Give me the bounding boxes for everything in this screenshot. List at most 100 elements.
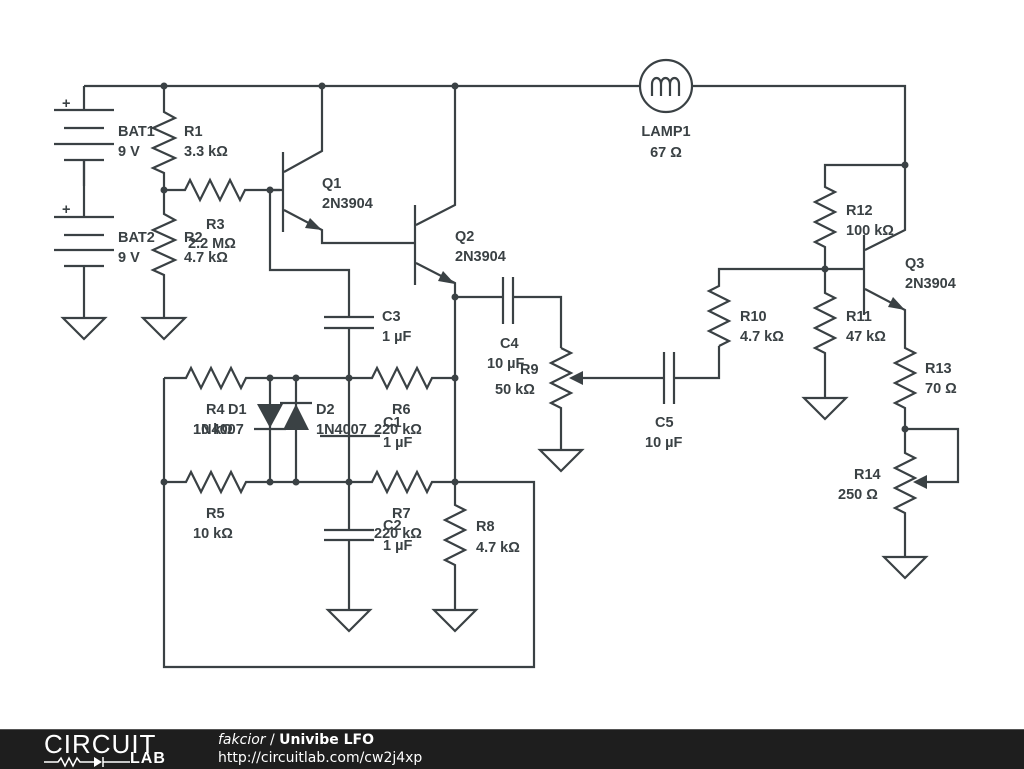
r8-value: 4.7 kΩ xyxy=(476,540,520,556)
author-name[interactable]: fakcior xyxy=(218,732,266,748)
lamp1-value: 67 Ω xyxy=(650,145,682,161)
c5-ref: C5 xyxy=(655,415,674,431)
potentiometer-r14[interactable]: R14 250 Ω xyxy=(838,427,960,580)
r5-ref: R5 xyxy=(206,506,225,522)
resistor-r13[interactable]: R13 70 Ω xyxy=(892,332,957,429)
resistor-r6[interactable]: R6 220 kΩ xyxy=(349,365,455,438)
circuit-title: fakcior / Univibe LFO xyxy=(218,732,374,748)
battery-bat2[interactable]: + BAT2 9 V xyxy=(54,202,155,341)
diode-d1[interactable]: D1 1N4007 xyxy=(193,378,286,482)
c3-value: 1 µF xyxy=(382,329,411,345)
bat2-ref: BAT2 xyxy=(118,230,155,246)
r8-ref: R8 xyxy=(476,519,495,535)
capacitor-c5[interactable]: C5 10 µF xyxy=(645,346,721,451)
r11-ref: R11 xyxy=(846,309,872,325)
c5-value: 10 µF xyxy=(645,435,683,451)
r5-value: 10 kΩ xyxy=(193,526,233,542)
potentiometer-r9[interactable]: R9 50 kΩ xyxy=(495,347,664,473)
r1-value: 3.3 kΩ xyxy=(184,144,228,160)
ground-icon xyxy=(325,608,373,633)
c3-ref: C3 xyxy=(382,309,401,325)
top-rail-wire xyxy=(84,84,907,165)
resistor-r12[interactable]: R12 100 kΩ xyxy=(812,163,905,269)
resistor-r3[interactable]: R3 2.2 MΩ xyxy=(164,177,280,252)
c2-value: 1 µF xyxy=(383,538,412,554)
circuit-url[interactable]: http://circuitlab.com/cw2j4xp xyxy=(218,750,423,766)
logo-text-circuit: CIRCUIT xyxy=(44,729,157,759)
q3-ref: Q3 xyxy=(905,256,924,272)
capacitor-c1[interactable]: C1 1 µF xyxy=(347,378,412,482)
r10-ref: R10 xyxy=(740,309,767,325)
resistor-r5[interactable]: R5 10 kΩ xyxy=(164,469,349,542)
logo-text-lab: LAB xyxy=(130,750,166,767)
r14-ref: R14 xyxy=(854,467,881,483)
d2-ref: D2 xyxy=(316,402,335,418)
r4-ref: R4 xyxy=(206,402,225,418)
r2-ref: R2 xyxy=(184,230,203,246)
wire-feedback-loop xyxy=(162,378,536,669)
bat2-value: 9 V xyxy=(118,250,140,266)
plus-sign: + xyxy=(62,202,70,218)
c2-ref: C2 xyxy=(383,518,402,534)
r10-value: 4.7 kΩ xyxy=(740,329,784,345)
r3-ref: R3 xyxy=(206,217,225,233)
bat1-ref: BAT1 xyxy=(118,124,155,140)
q2-ref: Q2 xyxy=(455,229,474,245)
r6-value: 220 kΩ xyxy=(374,422,422,438)
transistor-q1[interactable]: Q1 2N3904 xyxy=(270,86,415,245)
c4-value: 10 µF xyxy=(487,356,525,372)
r12-ref: R12 xyxy=(846,203,873,219)
circuit-name[interactable]: Univibe LFO xyxy=(279,732,374,748)
capacitor-c3[interactable]: C3 1 µF xyxy=(324,309,411,378)
r1-ref: R1 xyxy=(184,124,203,140)
resistor-r10[interactable]: R10 4.7 kΩ xyxy=(706,267,864,347)
r6-ref: R6 xyxy=(392,402,411,418)
wire-q1-base-c3 xyxy=(268,190,351,316)
title-separator: / xyxy=(265,732,280,748)
resistor-r4[interactable]: R4 10 kΩ xyxy=(164,365,349,438)
resistor-r11[interactable]: R11 47 kΩ xyxy=(801,269,886,421)
schematic-canvas: + BAT1 9 V + BAT2 9 V R1 3.3 kΩ R2 4.7 k… xyxy=(54,58,960,669)
resistor-diode-logo-icon xyxy=(44,756,130,768)
q1-ref: Q1 xyxy=(322,176,341,192)
plus-sign: + xyxy=(62,96,70,112)
c1-value: 1 µF xyxy=(383,435,412,451)
r3-value: 2.2 MΩ xyxy=(188,236,236,252)
resistor-r8[interactable]: R8 4.7 kΩ xyxy=(431,482,520,633)
capacitor-c4[interactable]: C4 10 µF xyxy=(455,277,563,372)
q2-value: 2N3904 xyxy=(455,249,506,265)
ground-icon xyxy=(60,316,108,341)
resistor-r7[interactable]: R7 220 kΩ xyxy=(349,469,455,542)
d1-value: 1N4007 xyxy=(193,422,244,438)
resistor-r1[interactable]: R1 3.3 kΩ xyxy=(150,86,228,190)
transistor-q2[interactable]: Q2 2N3904 xyxy=(413,86,506,298)
bat1-value: 9 V xyxy=(118,144,140,160)
ground-icon xyxy=(537,448,585,473)
ground-icon xyxy=(801,396,849,421)
r9-ref: R9 xyxy=(520,362,539,378)
d1-ref: D1 xyxy=(228,402,247,418)
q3-value: 2N3904 xyxy=(905,276,956,292)
circuitlab-logo[interactable]: CIRCUIT LAB xyxy=(44,729,174,768)
lamp-lamp1[interactable]: LAMP1 67 Ω xyxy=(638,58,694,161)
r2-value: 4.7 kΩ xyxy=(184,250,228,266)
diode-d2[interactable]: D2 1N4007 xyxy=(280,378,367,482)
r13-ref: R13 xyxy=(925,361,952,377)
r4-value: 10 kΩ xyxy=(193,422,233,438)
r11-value: 47 kΩ xyxy=(846,329,886,345)
r14-value: 250 Ω xyxy=(838,487,878,503)
q1-value: 2N3904 xyxy=(322,196,373,212)
transistor-q3[interactable]: Q3 2N3904 xyxy=(862,165,956,332)
footer-bar: CIRCUIT LAB fakcior / Univibe LFO http:/… xyxy=(0,729,1024,769)
capacitor-c2[interactable]: C2 1 µF xyxy=(324,482,412,633)
r13-value: 70 Ω xyxy=(925,381,957,397)
ground-icon xyxy=(431,608,479,633)
lamp1-ref: LAMP1 xyxy=(641,124,690,140)
c1-ref: C1 xyxy=(383,415,402,431)
ground-icon xyxy=(881,555,929,580)
junction-dots xyxy=(160,82,909,486)
battery-bat1[interactable]: + BAT1 9 V xyxy=(54,86,155,186)
r7-ref: R7 xyxy=(392,506,411,522)
resistor-r2[interactable]: R2 4.7 kΩ xyxy=(140,190,228,341)
r9-value: 50 kΩ xyxy=(495,382,535,398)
